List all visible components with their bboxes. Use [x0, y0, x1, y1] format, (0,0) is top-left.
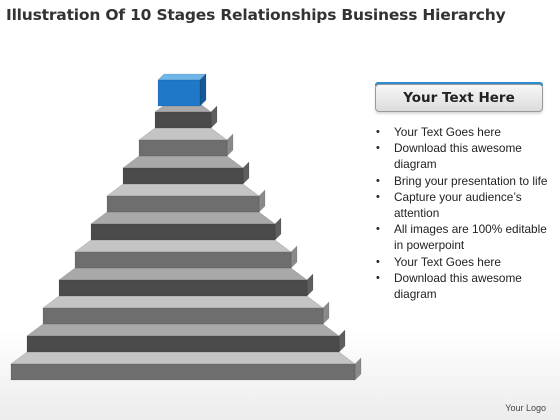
bullet-icon: • [376, 174, 380, 187]
stair-step-front [42, 307, 324, 325]
stair-step-top [58, 267, 308, 281]
bullet-item: • All images are 100% editable in powerpo… [372, 221, 552, 253]
cap-block-side [199, 73, 207, 107]
stair-step-top [106, 183, 260, 197]
bullet-item: • Download this awesome diagram [372, 270, 552, 302]
stair-step-front [10, 363, 356, 381]
stair-step-front [138, 139, 228, 157]
text-placeholder-box[interactable]: Your Text Here [375, 84, 543, 112]
bullet-icon: • [376, 271, 380, 284]
bullet-list: • Your Text Goes here • Download this awes… [372, 124, 552, 302]
bullet-item: • Capture your audience’s attention [372, 189, 552, 221]
stair-step-side [290, 245, 298, 269]
stair-step-top [90, 211, 276, 225]
stair-step-side [242, 161, 250, 185]
bullet-item: • Your Text Goes here [372, 254, 552, 270]
stair-step-front [90, 223, 276, 241]
stair-step-top [74, 239, 292, 253]
bullet-icon: • [376, 142, 380, 155]
stair-step-front [154, 111, 212, 129]
bullet-text: Your Text Goes here [394, 125, 501, 139]
bullet-icon: • [376, 255, 380, 268]
stair-step-front [58, 279, 308, 297]
stair-step-top [10, 351, 356, 365]
page-title: Illustration Of 10 Stages Relationships … [6, 6, 506, 24]
stair-step-side [322, 301, 330, 325]
bullet-text: Download this awesome diagram [394, 141, 522, 172]
bullet-text: Bring your presentation to life [394, 173, 548, 188]
stair-step-front [106, 195, 260, 213]
stair-step-top [42, 295, 324, 309]
text-placeholder-label: Your Text Here [403, 90, 515, 106]
stair-step-top [26, 323, 340, 337]
bullet-item: • Bring your presentation to life [372, 173, 552, 189]
bullet-text: Capture your audience’s attention [394, 189, 522, 221]
cap-block-front [157, 79, 201, 107]
stair-step-side [338, 329, 346, 353]
stair-step-front [122, 167, 244, 185]
bullet-icon: • [376, 223, 380, 236]
stair-step-side [274, 217, 282, 241]
stair-step-top [138, 127, 228, 141]
bullet-text: All images are 100% editable in powerpoi… [394, 222, 547, 253]
bullet-icon: • [376, 126, 380, 138]
stair-step-top [122, 155, 244, 169]
stair-step-side [226, 133, 234, 157]
stair-step-side [258, 189, 266, 213]
bullet-item: • Download this awesome diagram [372, 140, 552, 172]
stair-step-front [74, 251, 292, 269]
stair-step-side [306, 273, 314, 297]
stair-step-front [26, 335, 340, 353]
bullet-icon: • [376, 190, 380, 203]
bullet-text: Download this awesome diagram [394, 270, 522, 302]
bullet-item: • Your Text Goes here [372, 124, 552, 140]
bullet-text: Your Text Goes here [394, 254, 501, 269]
logo-text: Your Logo [505, 403, 546, 413]
cap-block-top [157, 73, 207, 81]
stair-step-side [210, 105, 218, 129]
stair-step-side [354, 357, 362, 381]
